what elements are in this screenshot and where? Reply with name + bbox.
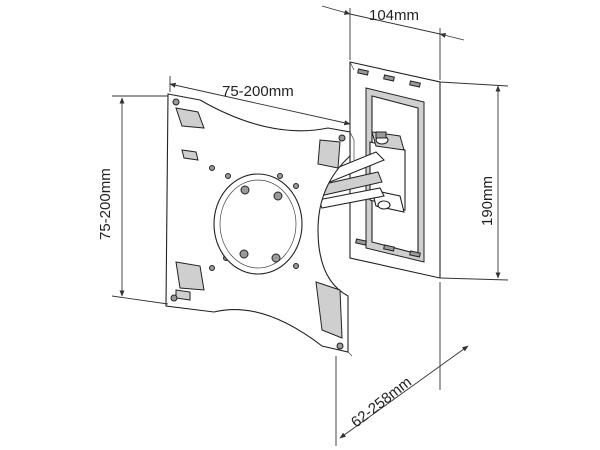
label-wall-height: 190mm [479,176,496,226]
label-plate-width: 75-200mm [222,83,294,100]
vesa-plate [165,93,355,357]
label-top-width: 104mm [369,7,419,24]
label-arm-reach: 62-258mm [348,374,415,432]
label-plate-height: 75-200mm [97,168,114,240]
dimension-lines [111,5,509,446]
